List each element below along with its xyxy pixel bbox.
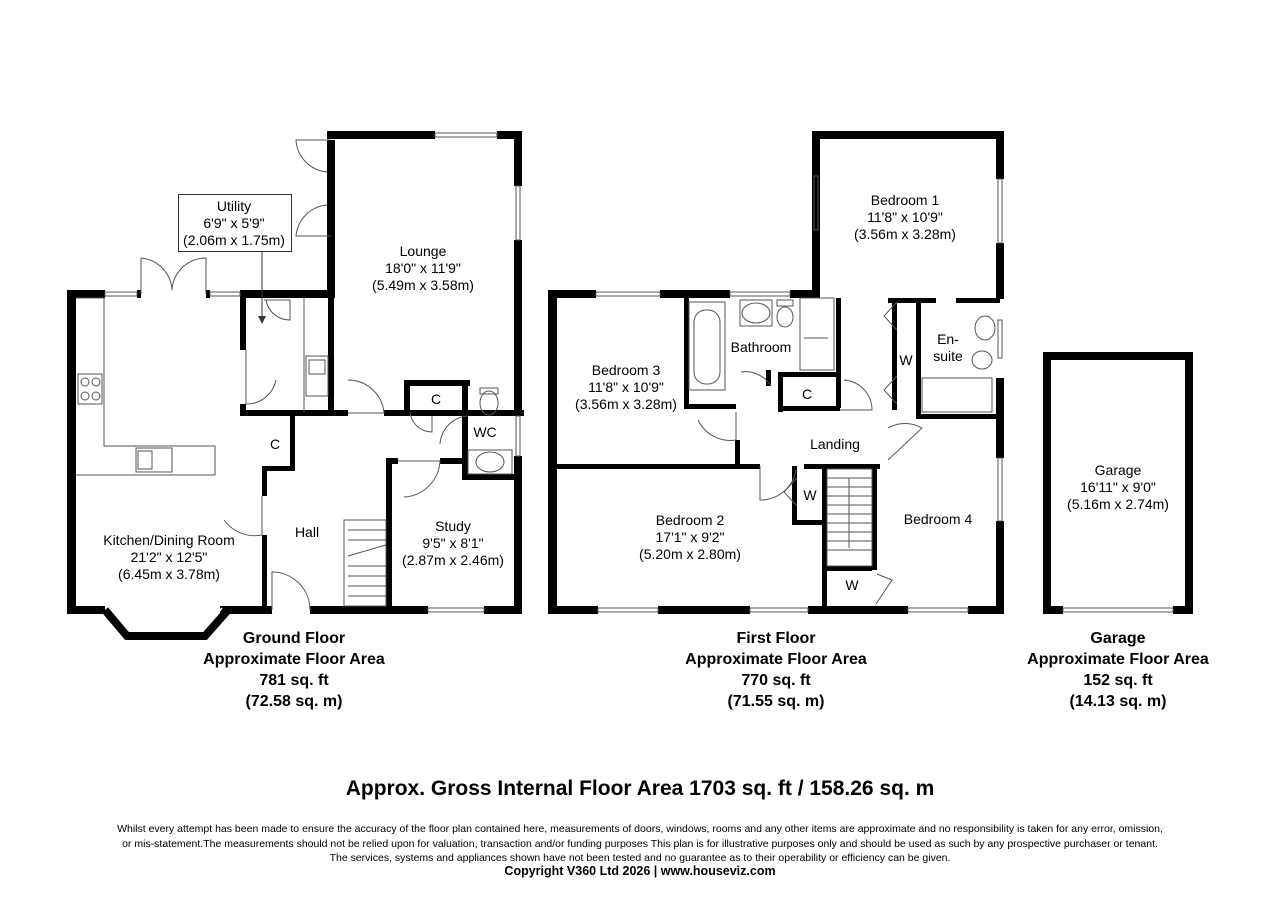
room-label-study: Study 9'5" x 8'1" (2.87m x 2.46m): [402, 518, 504, 568]
ff-shower: [799, 297, 835, 371]
ground-floor-fixtures: [76, 132, 521, 640]
gf-wall-utility-bottom: [240, 410, 332, 416]
room-label-gf-cupboard-1: C: [430, 391, 442, 407]
gf-wall-c-right: [462, 380, 468, 478]
ff-stairs: [826, 468, 873, 567]
first-floor-plan: [548, 131, 1004, 614]
gf-wall-lounge-bottom-a: [334, 410, 348, 416]
gf-wall-bottom-d: [484, 606, 522, 614]
gf-stairs: [343, 519, 387, 607]
gf-wall-study-left: [386, 458, 392, 614]
caption-ground-floor: Ground Floor Approximate Floor Area 781 …: [203, 630, 385, 710]
room-label-lounge: Lounge 18'0" x 11'9" (5.49m x 3.58m): [372, 243, 474, 293]
gf-window-kitchen-top-b: [209, 291, 241, 297]
gf-wall-top-utility: [288, 290, 334, 298]
gf-wall-lounge-top-a: [327, 131, 435, 139]
gf-wall-top-kitchen-b: [137, 290, 141, 298]
room-label-ff-cupboard: C: [801, 386, 813, 402]
gf-wall-cupboard-bottom: [262, 466, 295, 471]
room-label-bedroom1: Bedroom 1 11'8" x 10'9" (3.56m x 3.28m): [854, 192, 956, 242]
gf-window-wc: [515, 415, 521, 457]
gf-wall-top-kitchen-d: [240, 290, 292, 298]
gross-internal-area: Approx. Gross Internal Floor Area 1703 s…: [345, 777, 935, 800]
gf-wall-c-left: [404, 380, 410, 416]
room-label-ensuite: En- suite: [933, 331, 963, 364]
ground-floor-plan: [67, 131, 524, 614]
room-label-bathroom: Bathroom: [730, 339, 792, 355]
utility-label-box: [178, 194, 292, 252]
room-label-landing: Landing: [810, 436, 860, 452]
caption-first-floor: First Floor Approximate Floor Area 770 s…: [685, 630, 867, 710]
gf-wall-utility-left: [240, 290, 246, 350]
gf-wc-toilet: [479, 390, 499, 416]
gf-wall-bottom-a: [67, 606, 105, 614]
gf-wall-top-kitchen-c: [206, 290, 210, 298]
room-label-bedroom4: Bedroom 4: [903, 511, 973, 527]
gf-wall-lounge-bottom-b: [384, 410, 524, 416]
gf-kitchen-sink: [135, 447, 173, 473]
room-label-ff-wardrobe-3: W: [845, 577, 859, 593]
first-floor-fixtures: [595, 175, 1003, 613]
garage-plan: [1043, 352, 1193, 614]
room-label-wc: WC: [473, 424, 497, 440]
gf-wall-wc-bottom: [462, 474, 522, 480]
gf-wall-wc-right: [514, 456, 522, 614]
room-label-bedroom2: Bedroom 2 17'1" x 9'2" (5.20m x 2.80m): [639, 512, 741, 562]
copyright: Copyright V360 Ltd 2026 | www.houseviz.c…: [504, 864, 776, 878]
gf-wall-bottom-c: [310, 606, 428, 614]
gf-wall-lounge-top-b: [497, 131, 521, 139]
gf-wall-lounge-right-b: [514, 240, 522, 416]
gf-window-lounge-right: [515, 185, 521, 241]
gf-wall-cupboard-right: [290, 416, 295, 470]
gf-wall-c-top: [404, 380, 470, 386]
room-label-garage: Garage 16'11" x 9'0" (5.16m x 2.74m): [1067, 462, 1169, 512]
gf-wall-lounge-right-a: [514, 131, 522, 186]
disclaimer: Whilst every attempt has been made to en…: [117, 823, 1163, 864]
gf-wall-utility-right: [328, 290, 334, 416]
gf-window-study: [427, 607, 485, 613]
ff-bath: [688, 301, 726, 391]
gf-kitchen-worktop: [76, 297, 216, 476]
caption-garage: Garage Approximate Floor Area 152 sq. ft…: [1027, 630, 1209, 710]
gf-utility-sink: [305, 355, 329, 397]
gf-window-kitchen-top-a: [104, 291, 138, 297]
gf-wall-left: [67, 290, 76, 614]
ff-basin: [741, 302, 771, 324]
room-label-gf-cupboard-2: C: [269, 436, 281, 452]
gf-window-lounge-top: [434, 132, 498, 138]
room-label-bedroom3: Bedroom 3 11'8" x 10'9" (3.56m x 3.28m): [575, 362, 677, 412]
gf-wc-basin: [475, 451, 505, 473]
gf-wall-hall-left-b: [262, 535, 267, 614]
room-label-ff-wardrobe-1: W: [899, 352, 913, 368]
garage-door: [1062, 607, 1174, 613]
room-label-utility: Utility 6'9" x 5'9" (2.06m x 1.75m): [183, 198, 285, 248]
room-label-hall: Hall: [294, 524, 320, 540]
gf-wall-bottom-b: [220, 606, 272, 614]
gf-wall-top-kitchen-a: [67, 290, 105, 298]
gf-wall-study-top-b: [440, 458, 468, 464]
room-label-kitchen: Kitchen/Dining Room 21'2" x 12'5" (6.45m…: [103, 532, 235, 582]
room-label-ff-wardrobe-2: W: [803, 487, 817, 503]
gf-wall-hall-left: [262, 466, 267, 496]
gf-hob: [77, 373, 103, 405]
gf-bay-window: [101, 607, 231, 640]
gf-wall-lounge-left: [327, 140, 335, 298]
ff-toilet: [776, 306, 794, 328]
